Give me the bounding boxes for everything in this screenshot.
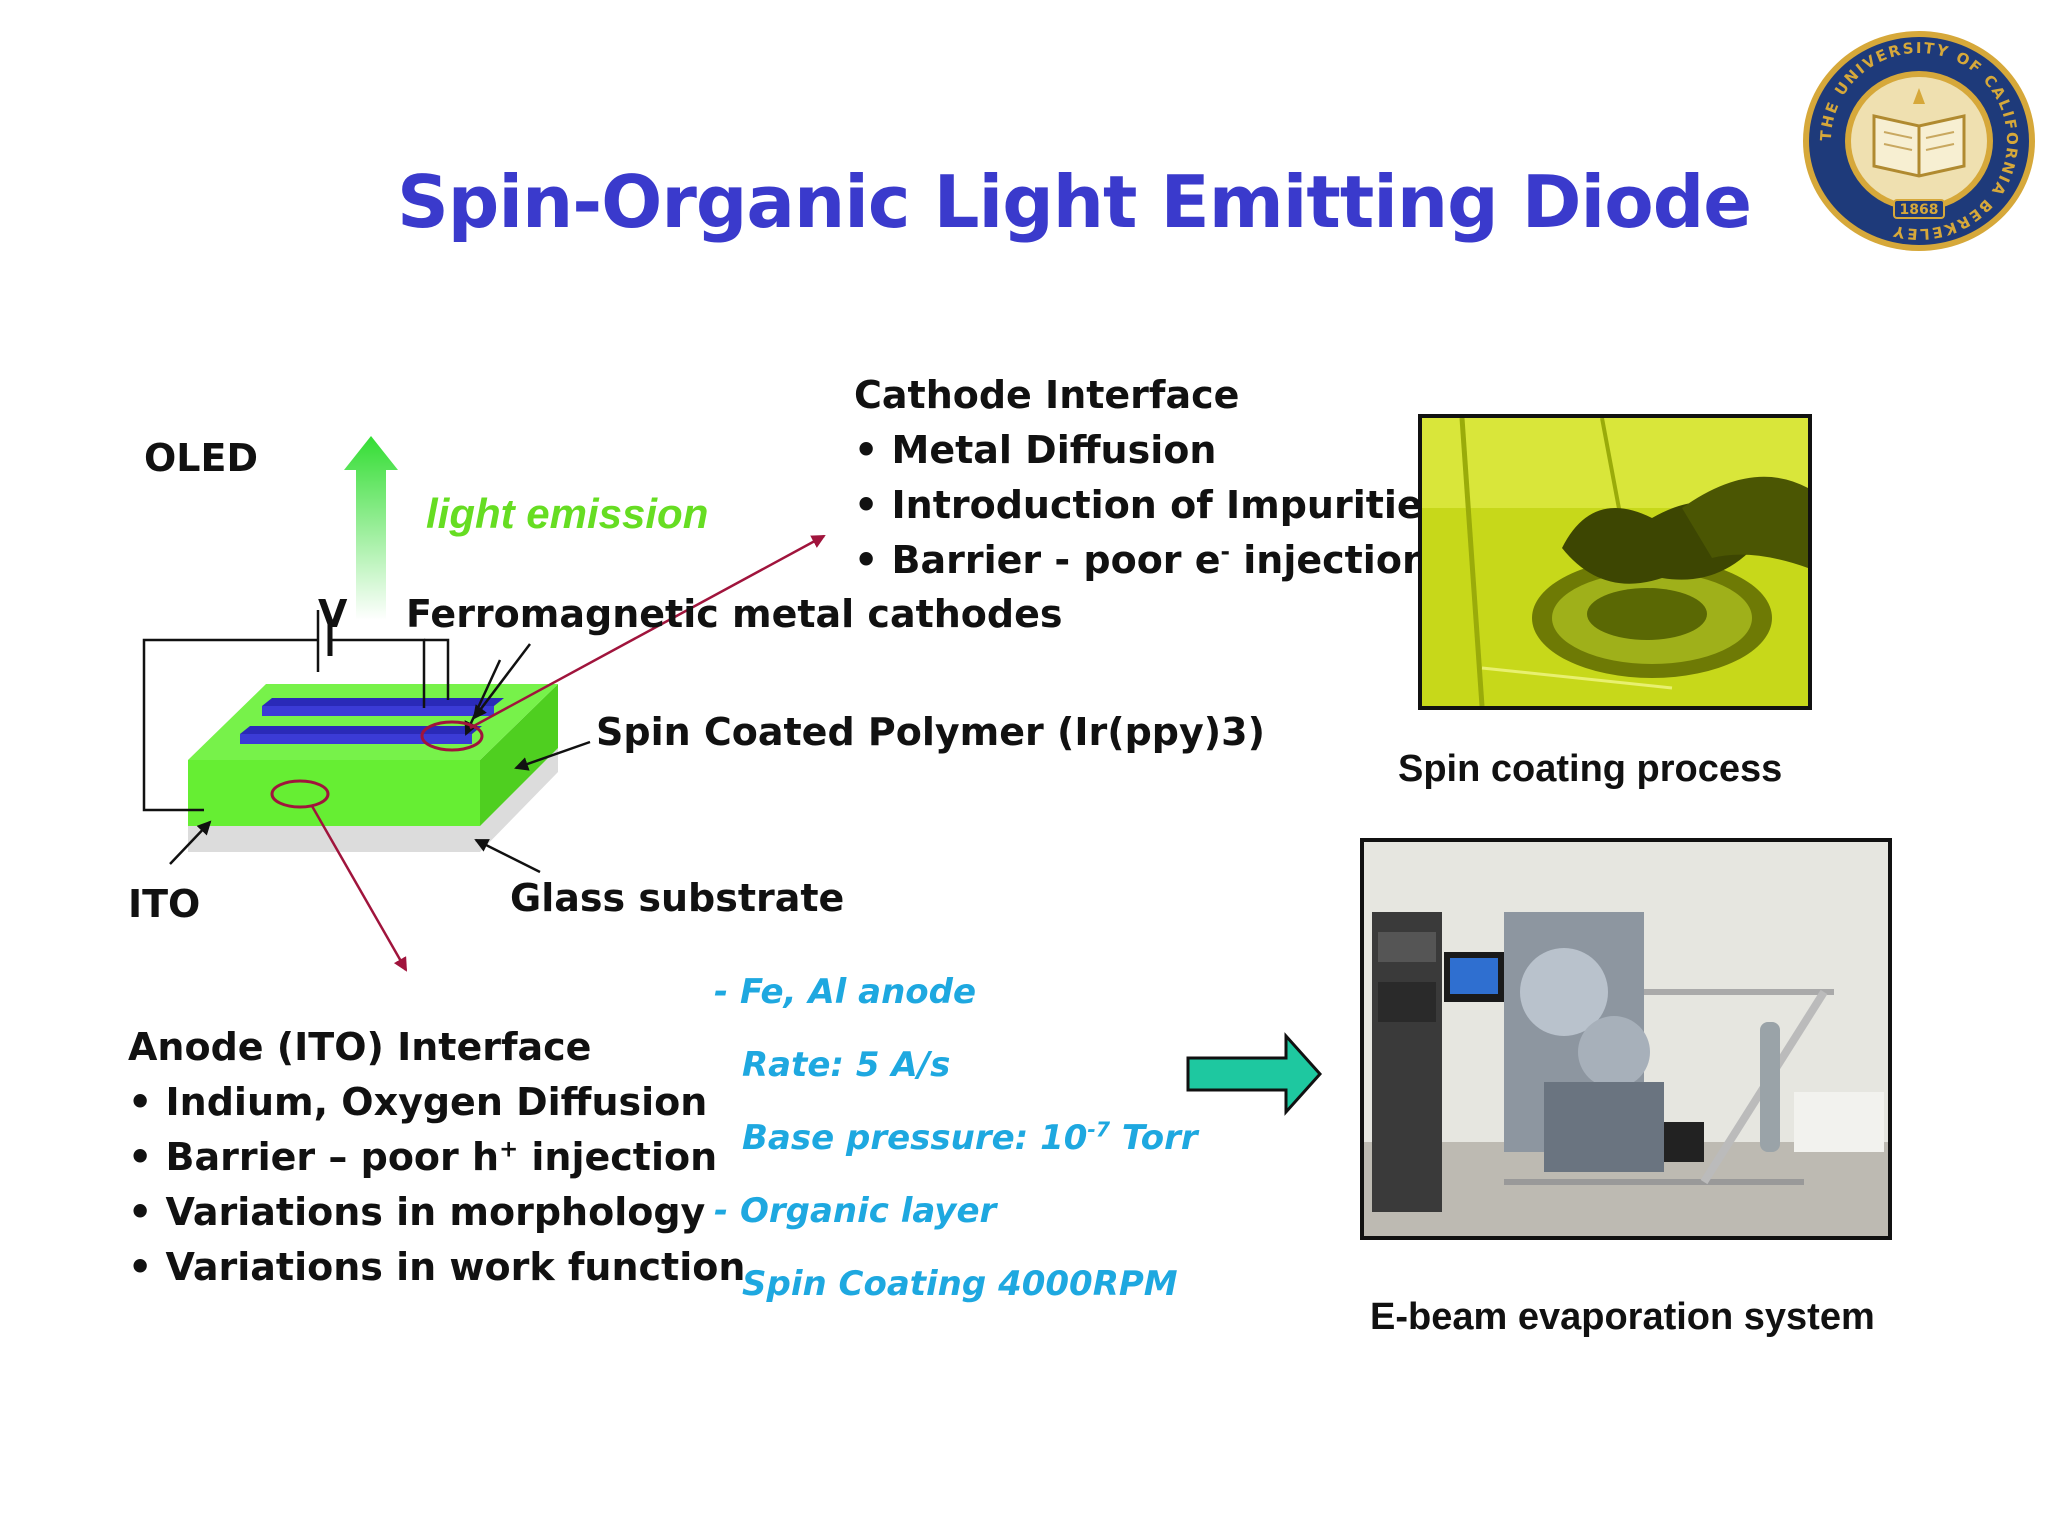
- anode-item-1: Indium, Oxygen Diffusion: [128, 1075, 745, 1130]
- anode-item-4: Variations in work function: [128, 1240, 746, 1295]
- cathode-item-3: Barrier - poor e- injection: [854, 533, 1445, 588]
- circuit-wire: [142, 638, 318, 812]
- cathode-interface-block: Cathode Interface Metal Diffusion Introd…: [854, 368, 1445, 588]
- polymer-label: Spin Coated Polymer (Ir(ppy)3): [596, 710, 1265, 754]
- anode-item-2: Barrier – poor h+ injection: [128, 1130, 745, 1185]
- glass-substrate-label: Glass substrate: [510, 876, 845, 920]
- cathode-item-2: Introduction of Impurities: [854, 478, 1446, 533]
- cathode-item-1: Metal Diffusion: [854, 423, 1445, 478]
- light-emission-arrow: [344, 436, 398, 620]
- cathode-strip-1: [262, 698, 504, 706]
- anode-item-3: Variations in morphology: [128, 1185, 745, 1240]
- process-line-5: Spin Coating 4000RPM: [742, 1264, 1178, 1304]
- anode-interface-heading: Anode (ITO) Interface: [128, 1025, 592, 1069]
- cathode-interface-heading: Cathode Interface: [854, 373, 1240, 417]
- cathode-strip-2: [240, 726, 482, 734]
- spin-coating-photo: [1418, 414, 1812, 710]
- light-emission-label: light emission: [426, 490, 709, 537]
- polymer-side: [480, 684, 558, 826]
- cathodes-label: Ferromagnetic metal cathodes: [406, 592, 1063, 636]
- voltage-label: V: [318, 592, 348, 636]
- seal-year: 1868: [1900, 202, 1939, 218]
- ebeam-system-photo: [1360, 838, 1892, 1240]
- ito-label: ITO: [128, 882, 201, 926]
- cathode-interface-circle: [420, 720, 484, 752]
- oled-label: OLED: [144, 436, 259, 480]
- spin-coating-caption: Spin coating process: [1398, 748, 1783, 790]
- page-title: Spin-Organic Light Emitting Diode: [396, 160, 1752, 244]
- process-line-3: Base pressure: 10-7 Torr: [742, 1117, 1198, 1158]
- process-line-1: - Fe, Al anode: [714, 972, 977, 1012]
- anode-interface-block: Anode (ITO) Interface Indium, Oxygen Dif…: [128, 1020, 745, 1295]
- process-line-2: Rate: 5 A/s: [742, 1045, 951, 1085]
- anode-interface-circle: [270, 779, 330, 809]
- process-line-4: - Organic layer: [714, 1191, 997, 1231]
- university-seal-logo: THE UNIVERSITY OF CALIFORNIA BERKELEY 18…: [1803, 31, 2035, 251]
- process-arrow: [1186, 1032, 1323, 1116]
- ebeam-caption: E-beam evaporation system: [1370, 1296, 1875, 1338]
- polymer-front: [188, 760, 480, 826]
